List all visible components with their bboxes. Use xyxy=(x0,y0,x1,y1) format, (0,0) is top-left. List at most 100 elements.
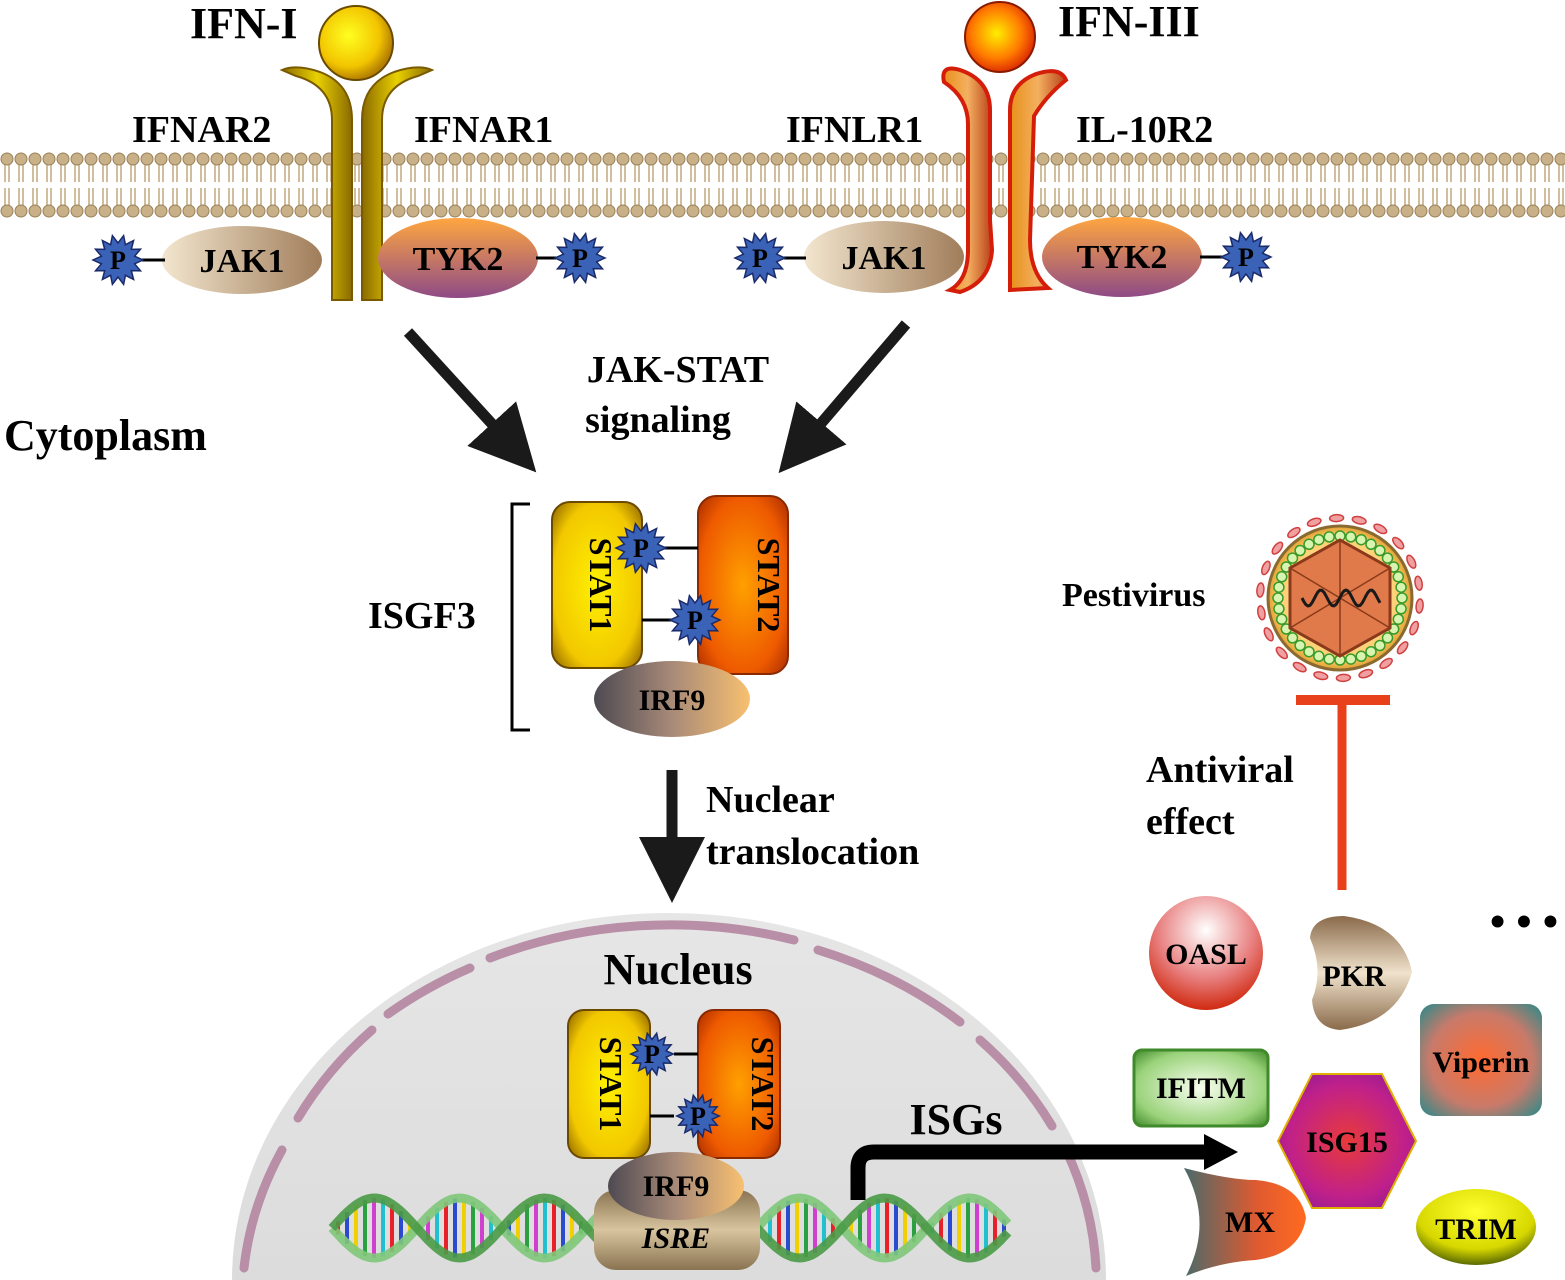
virus-spike xyxy=(1414,575,1424,591)
irf9-protein xyxy=(608,1152,744,1220)
arrow-ifn1-to-isgf3 xyxy=(403,328,537,473)
ifnar1-label: IFNAR1 xyxy=(414,109,553,151)
ifn3-ligand xyxy=(964,1,1036,73)
phospho-site: P xyxy=(614,521,668,575)
jak-stat-label-line2: signaling xyxy=(585,399,731,441)
virus-bead xyxy=(1273,581,1285,593)
phospho-site: P xyxy=(674,1093,722,1139)
nuclear-translocation-line2: translocation xyxy=(706,831,919,873)
phospho-label: P xyxy=(752,244,768,273)
virus-bead xyxy=(1365,538,1377,551)
virus-bead xyxy=(1303,645,1315,658)
phospho-starburst xyxy=(614,521,668,575)
virus-spike xyxy=(1271,541,1284,555)
isgf3-label: ISGF3 xyxy=(368,595,476,637)
isg15-label: ISG15 xyxy=(1306,1126,1388,1159)
virus-bead xyxy=(1392,613,1405,625)
nucleus-label: Nucleus xyxy=(603,945,752,994)
virus-bead xyxy=(1381,552,1394,564)
tyk2-label: TYK2 xyxy=(413,241,504,278)
oasl-protein xyxy=(1149,896,1263,1010)
virus-spike xyxy=(1256,582,1265,598)
isgs-label: ISGs xyxy=(910,1095,1003,1144)
pkr-label: PKR xyxy=(1322,960,1386,993)
virus-spike xyxy=(1415,598,1424,614)
virus-bead xyxy=(1323,531,1335,543)
stat2-protein xyxy=(697,1009,781,1159)
virus-spike xyxy=(1260,560,1271,576)
virus-bead xyxy=(1273,603,1285,615)
virus-spike xyxy=(1256,605,1266,621)
irf9-label: IRF9 xyxy=(639,684,706,717)
il10r2-label: IL-10R2 xyxy=(1076,109,1213,151)
virus-spike xyxy=(1292,661,1307,673)
isgf3-complex: ISGF3 STAT2 STAT1 P P IRF9 xyxy=(368,495,789,737)
stat2-protein xyxy=(697,495,789,675)
irf9-protein xyxy=(594,661,750,737)
irf9-label: IRF9 xyxy=(643,1170,710,1203)
jak-stat-label-line1: JAK-STAT xyxy=(587,349,769,391)
phospho-label: P xyxy=(687,606,703,635)
phospho-site: P xyxy=(1219,230,1273,284)
pestivirus-label: Pestivirus xyxy=(1062,577,1206,614)
virus-spike xyxy=(1351,515,1367,525)
ifn1-receptor-complex: IFN-I IFNAR2 IFNAR1 JAK1 P TYK2 P xyxy=(91,0,607,301)
virus-spike xyxy=(1335,673,1352,683)
stat1-protein xyxy=(567,1009,651,1159)
isre-label: ISRE xyxy=(641,1222,710,1255)
virus-rna-genome xyxy=(1300,588,1382,608)
plasma-membrane xyxy=(0,150,1565,220)
tyk2-label: TYK2 xyxy=(1077,239,1168,276)
phospho-starburst xyxy=(668,593,722,647)
phospho-starburst xyxy=(733,231,787,285)
ifn3-label: IFN-III xyxy=(1058,0,1200,46)
trim-label: TRIM xyxy=(1435,1213,1517,1246)
virus-bead xyxy=(1396,592,1408,604)
pestivirus-particle: Pestivirus xyxy=(1062,513,1424,683)
phospho-site: P xyxy=(91,233,145,287)
virus-bead xyxy=(1323,653,1335,665)
phospho-label: P xyxy=(633,534,649,563)
jak1-label: JAK1 xyxy=(200,243,285,280)
ifitm-protein xyxy=(1132,1048,1270,1128)
virus-bead xyxy=(1381,632,1394,644)
isgf3-bracket xyxy=(510,502,530,732)
jak1-kinase xyxy=(804,221,964,293)
virus-spike xyxy=(1306,517,1322,528)
phospho-label: P xyxy=(572,244,588,273)
antiviral-effect-line2: effect xyxy=(1146,801,1235,843)
virus-membrane-beads xyxy=(1272,530,1408,666)
pkr-protein xyxy=(1310,916,1412,1030)
trim-protein xyxy=(1416,1189,1536,1265)
phospho-label: P xyxy=(690,1102,706,1131)
virus-bead xyxy=(1374,639,1386,652)
virus-spike xyxy=(1409,620,1420,636)
virus-bead xyxy=(1395,581,1407,593)
phospho-site: P xyxy=(553,231,607,285)
more-isgs-ellipsis: • • • xyxy=(1490,897,1558,946)
virus-bead xyxy=(1286,552,1299,564)
virus-spike xyxy=(1263,627,1274,642)
virus-spike xyxy=(1379,657,1393,670)
virus-bead xyxy=(1275,571,1288,583)
mx-label: MX xyxy=(1225,1206,1275,1239)
virus-bead xyxy=(1365,645,1377,658)
virus-bead xyxy=(1392,571,1405,583)
virus-bead xyxy=(1313,533,1325,546)
phospho-starburst xyxy=(1219,230,1273,284)
oasl-label: OASL xyxy=(1165,938,1247,971)
isg15-protein xyxy=(1276,1073,1418,1209)
virus-bead xyxy=(1275,613,1288,625)
virus-bead xyxy=(1303,538,1315,551)
virus-bead xyxy=(1395,603,1407,615)
il10r2-receptor xyxy=(1008,69,1069,293)
phospho-starburst xyxy=(628,1031,676,1077)
phospho-label: P xyxy=(644,1040,660,1069)
virus-bead xyxy=(1294,639,1306,652)
phospho-starburst xyxy=(674,1093,722,1139)
nuclear-envelope xyxy=(239,920,1101,1273)
tyk2-kinase xyxy=(1042,217,1202,297)
virus-spike xyxy=(1328,513,1345,523)
stat2-label: STAT2 xyxy=(751,538,787,633)
